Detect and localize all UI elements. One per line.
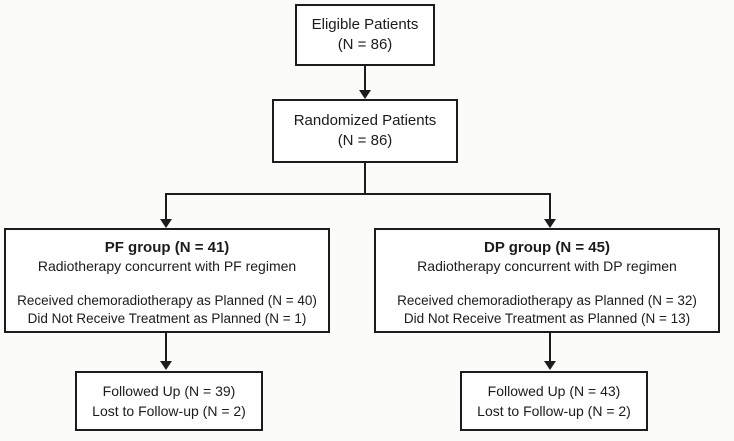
connector-eligible-to-randomized <box>364 66 366 91</box>
randomized-patients-label: Randomized Patients <box>293 112 437 129</box>
connector-branch-horizontal <box>165 193 551 195</box>
pf-group-not-received-line: Did Not Receive Treatment as Planned (N … <box>27 311 307 326</box>
eligible-patients-count: (N = 86) <box>337 36 393 53</box>
eligible-patients-label: Eligible Patients <box>311 16 419 33</box>
dp-group-not-received-line: Did Not Receive Treatment as Planned (N … <box>403 311 691 326</box>
connector-dp-to-followup <box>549 333 551 362</box>
pf-group-received-line: Received chemoradiotherapy as Planned (N… <box>17 293 317 308</box>
arrow-down-icon <box>544 219 556 228</box>
connector-branch-right-drop <box>549 193 551 220</box>
pf-followed-up-line: Followed Up (N = 39) <box>102 383 236 399</box>
pf-group-subtitle: Radiotherapy concurrent with PF regimen <box>37 258 297 274</box>
connector-randomized-stem <box>364 163 366 195</box>
connector-branch-left-drop <box>165 193 167 220</box>
dp-followed-up-line: Followed Up (N = 43) <box>487 383 621 399</box>
dp-group-received-line: Received chemoradiotherapy as Planned (N… <box>397 293 697 308</box>
pf-group-title: PF group (N = 41) <box>104 239 230 256</box>
eligible-patients-box: Eligible Patients (N = 86) <box>295 4 435 66</box>
pf-followup-box: Followed Up (N = 39) Lost to Follow-up (… <box>75 371 263 431</box>
dp-followup-box: Followed Up (N = 43) Lost to Follow-up (… <box>460 371 648 431</box>
arrow-down-icon <box>160 219 172 228</box>
dp-group-box: DP group (N = 45) Radiotherapy concurren… <box>374 228 720 333</box>
randomized-patients-box: Randomized Patients (N = 86) <box>272 99 458 163</box>
randomized-patients-count: (N = 86) <box>337 132 393 149</box>
connector-pf-to-followup <box>165 333 167 362</box>
arrow-down-icon <box>544 361 556 370</box>
arrow-down-icon <box>359 90 371 99</box>
dp-group-title: DP group (N = 45) <box>484 239 610 256</box>
pf-lost-followup-line: Lost to Follow-up (N = 2) <box>92 403 246 419</box>
arrow-down-icon <box>160 361 172 370</box>
pf-group-box: PF group (N = 41) Radiotherapy concurren… <box>4 228 330 333</box>
dp-group-subtitle: Radiotherapy concurrent with DP regimen <box>417 258 677 274</box>
dp-lost-followup-line: Lost to Follow-up (N = 2) <box>477 403 631 419</box>
